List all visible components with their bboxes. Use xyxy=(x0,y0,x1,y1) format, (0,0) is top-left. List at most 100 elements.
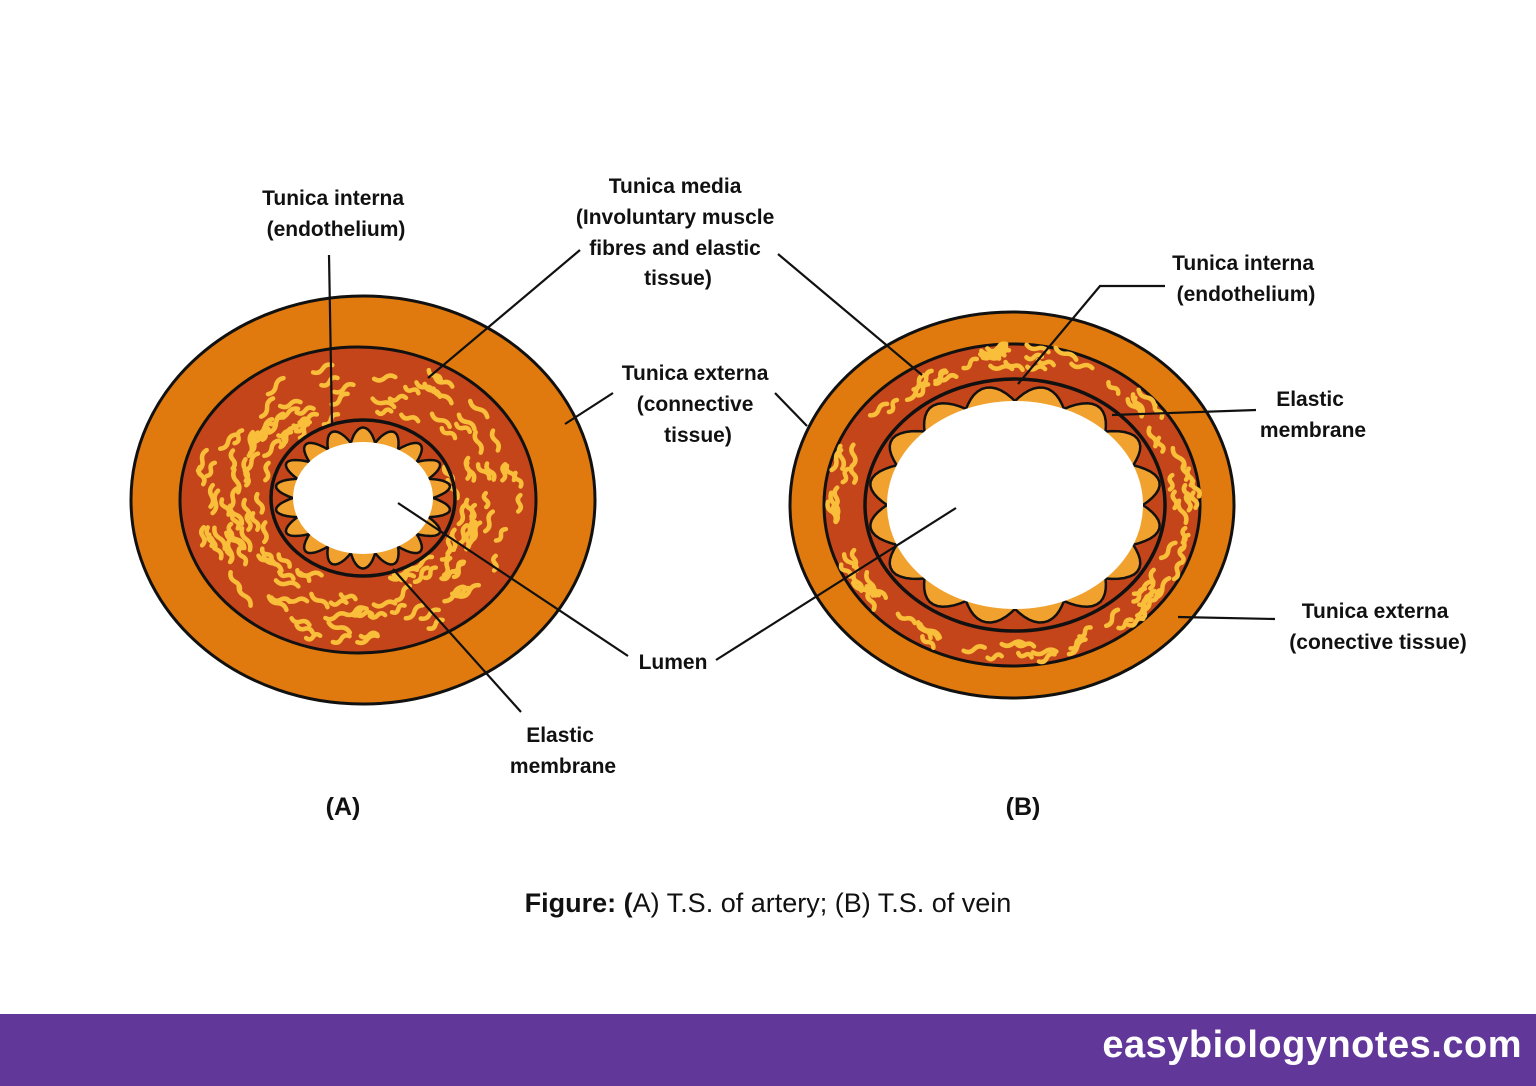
muscle-fibre xyxy=(463,497,475,519)
label-vein-elastic-membrane: Elastic membrane xyxy=(1260,388,1366,442)
muscle-fibre xyxy=(389,602,407,615)
muscle-fibre xyxy=(439,547,457,562)
muscle-fibre xyxy=(1035,357,1056,368)
muscle-fibre xyxy=(836,443,847,471)
muscle-fibre xyxy=(284,596,310,604)
muscle-fibre xyxy=(450,559,467,574)
muscle-fibre xyxy=(255,416,275,439)
muscle-fibre xyxy=(338,592,358,602)
muscle-fibre xyxy=(512,470,524,489)
muscle-fibre xyxy=(249,510,261,532)
muscle-fibre xyxy=(328,598,349,607)
muscle-fibre xyxy=(332,381,356,395)
muscle-fibre xyxy=(409,554,435,571)
muscle-fibre xyxy=(399,412,421,424)
muscle-fibre xyxy=(196,464,207,487)
leader-artery-tunica-externa xyxy=(564,392,614,425)
muscle-fibre xyxy=(294,622,315,635)
muscle-fibre xyxy=(224,544,235,564)
muscle-fibre xyxy=(456,501,469,527)
muscle-fibre xyxy=(1126,616,1146,628)
muscle-fibre xyxy=(442,584,466,604)
muscle-fibre xyxy=(261,553,284,574)
leader-vein-elastic-membrane xyxy=(1111,408,1257,417)
muscle-fibre xyxy=(371,373,398,383)
muscle-fibre xyxy=(1189,490,1200,511)
artery-elastic-membrane xyxy=(269,418,457,578)
muscle-fibre xyxy=(258,396,276,419)
muscle-fibre xyxy=(277,569,296,582)
muscle-fibre xyxy=(267,414,286,427)
muscle-fibre xyxy=(489,428,501,453)
muscle-fibre xyxy=(387,393,409,403)
muscle-fibre xyxy=(515,492,523,514)
muscle-fibre xyxy=(918,368,934,387)
muscle-fibre xyxy=(961,644,987,655)
leader-vein-lumen xyxy=(715,507,957,661)
muscle-fibre xyxy=(933,369,949,387)
muscle-fibre xyxy=(207,482,216,509)
muscle-fibre xyxy=(1171,560,1183,582)
muscle-fibre xyxy=(418,607,441,622)
muscle-fibre xyxy=(1142,588,1157,613)
muscle-fibre xyxy=(1024,352,1045,362)
muscle-fibre xyxy=(273,578,301,589)
labels: Tunica interna (endothelium) Tunica medi… xyxy=(262,175,1467,821)
muscle-fibre xyxy=(309,591,330,610)
muscle-fibre xyxy=(242,451,261,473)
leader-vein-tunica-externa-right xyxy=(1177,615,1276,621)
muscle-fibre xyxy=(277,398,303,410)
vein-elastic-membrane xyxy=(863,377,1167,633)
muscle-fibre xyxy=(500,462,508,483)
muscle-fibre xyxy=(1066,637,1088,657)
muscle-fibre xyxy=(393,583,413,603)
muscle-fibre xyxy=(840,466,851,485)
muscle-fibre xyxy=(199,524,207,548)
muscle-fibre xyxy=(319,375,340,388)
leader-artery-tunica-interna xyxy=(327,254,334,426)
muscle-fibre xyxy=(276,552,292,569)
muscle-fibre xyxy=(467,398,490,420)
muscle-fibre xyxy=(228,448,238,471)
muscle-fibre xyxy=(412,565,430,585)
muscle-fibre xyxy=(295,567,312,584)
muscle-fibre xyxy=(988,341,1009,355)
caption-text: A) T.S. of artery; (B) T.S. of vein xyxy=(632,888,1012,918)
muscle-fibre xyxy=(848,462,859,485)
muscle-fibre xyxy=(289,616,312,628)
vein-lumen xyxy=(887,401,1143,609)
muscle-fibre xyxy=(326,620,353,635)
muscle-fibre xyxy=(228,569,243,594)
label-vein-tunica-interna: Tunica interna (endothelium) xyxy=(1172,252,1320,306)
muscle-fibre xyxy=(865,589,877,612)
artery-cross-section xyxy=(129,294,597,706)
muscle-fibre xyxy=(867,401,890,418)
muscle-fibre xyxy=(886,397,900,415)
muscle-fibre xyxy=(429,411,452,430)
muscle-fibre xyxy=(849,442,858,468)
muscle-fibre xyxy=(254,491,265,515)
muscle-fibre xyxy=(439,425,458,441)
muscle-fibre xyxy=(482,509,496,534)
leader-artery-tunica-media xyxy=(427,249,581,379)
muscle-fibre xyxy=(367,611,388,620)
muscle-fibre xyxy=(433,375,455,389)
muscle-fibre xyxy=(263,460,271,483)
label-lumen: Lumen xyxy=(639,651,708,674)
muscle-fibre xyxy=(1136,387,1157,408)
muscle-fibre xyxy=(466,518,476,547)
muscle-fibre xyxy=(310,362,335,376)
muscle-fibre xyxy=(239,526,253,553)
muscle-fibre xyxy=(1103,607,1121,629)
footer-bar: easybiologynotes.com xyxy=(0,1014,1536,1086)
muscle-fibre xyxy=(849,547,859,569)
muscle-fibre xyxy=(236,546,249,567)
muscle-fibre xyxy=(217,432,239,451)
muscle-fibre xyxy=(920,634,936,650)
artery-muscle-fibres xyxy=(195,362,524,646)
muscle-fibre xyxy=(457,582,482,599)
muscle-fibre xyxy=(1170,489,1179,511)
muscle-fibre xyxy=(475,462,492,481)
muscle-fibre xyxy=(323,611,349,622)
